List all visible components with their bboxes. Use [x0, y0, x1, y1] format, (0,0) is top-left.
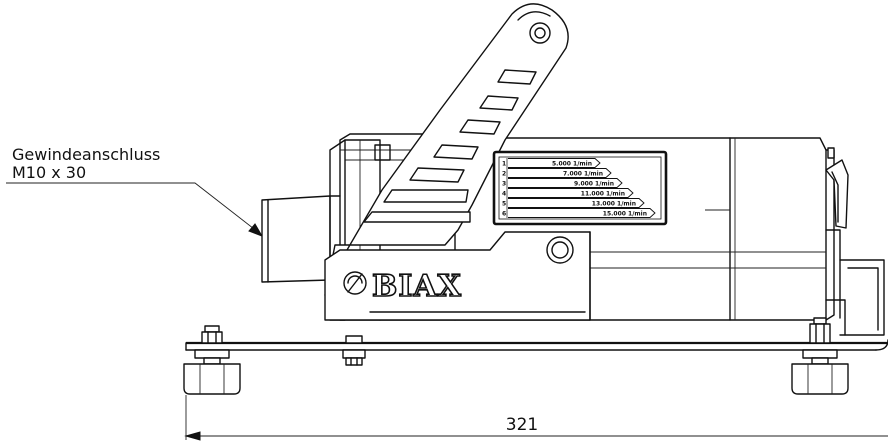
speed-step-number: 6 [502, 211, 506, 218]
speed-arrow-icon [508, 168, 612, 178]
dimension-arrowhead-left [184, 431, 201, 441]
logo-emblem-icon [343, 271, 367, 295]
speed-value: 9.000 1/min [574, 181, 614, 188]
pedal-slots [363, 69, 537, 223]
speed-value: 11.000 1/min [581, 191, 625, 198]
speed-value: 5.000 1/min [552, 161, 592, 168]
thread-connection-callout: Gewindeanschluss M10 x 30 [6, 145, 264, 237]
brand-logo: BIAX [343, 268, 462, 305]
pedal-lever [324, 3, 569, 296]
speed-row: 2 7.000 1/min [502, 168, 612, 178]
speed-step-number: 5 [502, 201, 506, 208]
speed-arrow-icon [508, 188, 634, 198]
adjust-knob-icon [546, 236, 574, 264]
callout-leader-line [6, 182, 259, 233]
speed-row: 5 13.000 1/min [502, 198, 645, 208]
base-housing [324, 231, 591, 321]
speed-row: 6 15.000 1/min [502, 208, 656, 218]
speed-step-number: 2 [502, 171, 506, 178]
speed-arrow-icon [508, 158, 601, 168]
speed-value: 13.000 1/min [592, 201, 636, 208]
callout-line-2: M10 x 30 [12, 163, 86, 182]
speed-value: 15.000 1/min [603, 211, 647, 218]
speed-row: 4 11.000 1/min [502, 188, 634, 198]
dimension-321: 321 [184, 395, 888, 441]
speed-row: 3 9.000 1/min [502, 178, 623, 188]
base-plate [185, 339, 888, 351]
speed-arrow-icon [508, 198, 645, 208]
callout-line-1: Gewindeanschluss [12, 145, 160, 164]
callout-arrowhead [248, 223, 264, 237]
dimension-value: 321 [506, 415, 538, 435]
speed-arrow-icon [508, 208, 656, 218]
speed-arrow-icon [508, 178, 623, 188]
logo-text: BIAX [372, 269, 462, 304]
right-foot [791, 317, 849, 395]
speed-step-number: 3 [502, 181, 506, 188]
center-bolt [342, 335, 366, 366]
speed-value: 7.000 1/min [563, 171, 603, 178]
motor-housing [339, 133, 885, 336]
left-foot [183, 325, 241, 395]
speed-step-number: 4 [502, 191, 506, 198]
pivot-bolt-icon [529, 22, 551, 44]
speed-step-number: 1 [502, 161, 506, 168]
speed-row: 1 5.000 1/min [502, 158, 601, 168]
